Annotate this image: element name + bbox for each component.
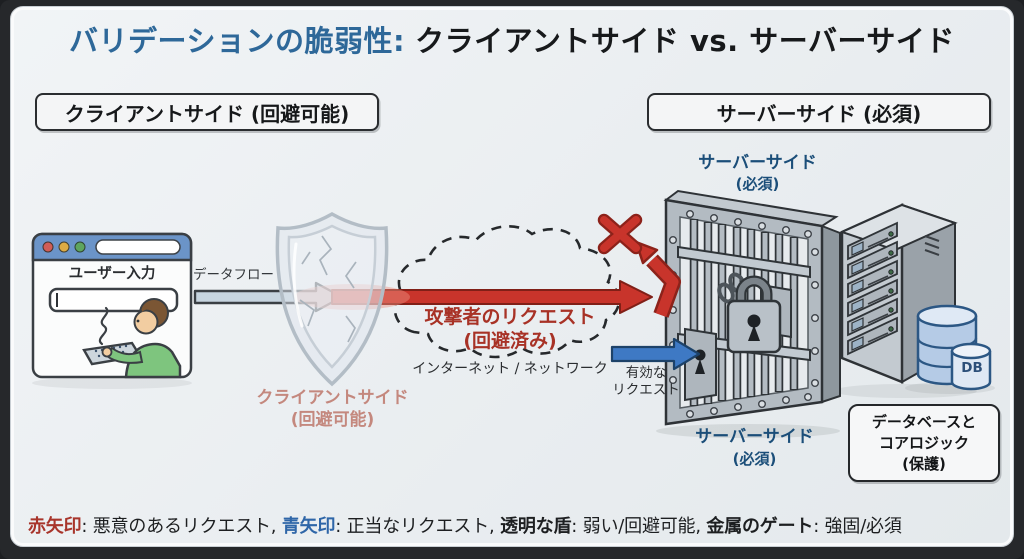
protected-core-box: データベースと コアロジック (保護) xyxy=(848,404,1000,482)
server-side-bottom-label-line1: サーバーサイド xyxy=(695,427,814,447)
server-side-header-box: サーバーサイド (必須) xyxy=(647,93,991,131)
legend-red-arrow-desc: : 悪意のあるリクエスト, xyxy=(81,516,282,537)
server-rack-slots xyxy=(847,221,898,356)
server-side-header-label: サーバーサイド (必須) xyxy=(716,101,922,126)
user-input-label: ユーザー入力 xyxy=(68,266,156,282)
protected-line2: コアロジック xyxy=(878,433,969,452)
browser-window-illustration xyxy=(31,232,193,379)
network-label: インターネット / ネットワーク xyxy=(412,361,608,377)
legend-blue-arrow-term: 青矢印 xyxy=(281,516,336,537)
legend-shield-term: 透明な盾 xyxy=(500,516,572,537)
attacker-request-label-line2: (回避済み) xyxy=(463,330,557,352)
server-side-bottom-label-line2: (必須) xyxy=(732,450,777,468)
valid-request-arrow xyxy=(610,337,701,371)
address-bar-icon xyxy=(95,239,181,255)
legend-blue-arrow-desc: : 正当なリクエスト, xyxy=(335,516,501,537)
protected-line1: データベースと xyxy=(871,412,977,431)
legend-gate-term: 金属のゲート xyxy=(706,516,814,537)
valid-request-label-line1: 有効な xyxy=(625,365,667,381)
db-label: DB xyxy=(961,360,983,376)
rejection-x-icon xyxy=(597,213,643,255)
cable-squiggle-icon xyxy=(98,306,109,346)
browser-traffic-light-icons xyxy=(42,241,86,253)
title-rest: クライアントサイド vs. サーバーサイド xyxy=(415,24,955,58)
data-flow-label: データフロー xyxy=(193,267,274,283)
padlock-icon xyxy=(726,275,782,354)
database-cylinders-icon xyxy=(916,304,992,391)
client-weak-label-line2: (回避可能) xyxy=(290,410,375,430)
network-cloud-outline xyxy=(393,224,621,359)
client-side-header-label: クライアントサイド (回避可能) xyxy=(64,101,350,126)
legend-shield-desc: : 弱い/回避可能, xyxy=(571,516,707,537)
title-highlight: バリデーションの脆弱性: xyxy=(69,24,406,58)
protected-line3: (保護) xyxy=(902,454,946,473)
metal-gate-icon xyxy=(663,189,841,426)
cracked-shield-icon xyxy=(275,211,389,387)
attacker-request-label-line1: 攻撃者のリクエスト xyxy=(424,306,596,328)
legend-gate-desc: : 強固/必須 xyxy=(813,516,902,537)
client-side-header-box: クライアントサイド (回避可能) xyxy=(35,93,379,131)
legend: 赤矢印: 悪意のあるリクエスト, 青矢印: 正当なリクエスト, 透明な盾: 弱い… xyxy=(28,516,902,538)
person-typing-icon xyxy=(101,298,182,379)
client-weak-label-line1: クライアントサイド xyxy=(256,388,409,408)
page-title: バリデーションの脆弱性: クライアントサイド vs. サーバーサイド xyxy=(0,24,1024,58)
server-side-top-label-line2: (必須) xyxy=(735,175,780,193)
server-side-top-label-line1: サーバーサイド xyxy=(698,153,817,173)
legend-red-arrow-term: 赤矢印 xyxy=(28,516,82,537)
valid-request-label-line2: リクエスト xyxy=(612,382,680,398)
